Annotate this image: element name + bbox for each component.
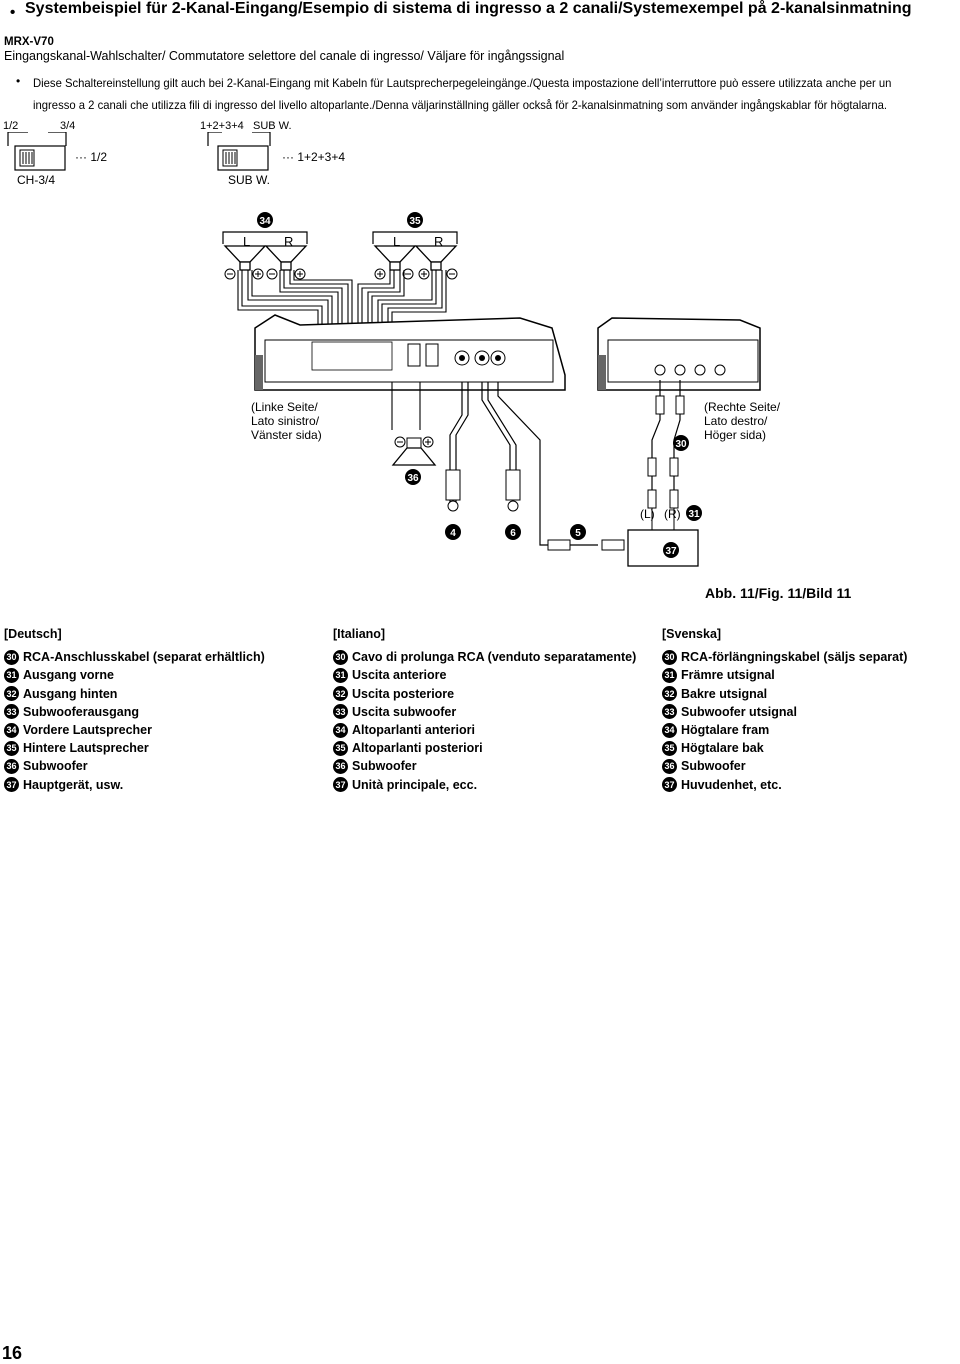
amplifier-left-panel <box>254 314 566 391</box>
selector-switch-icon <box>7 132 67 171</box>
switch-label-subw-top: SUB W. <box>253 120 292 132</box>
switch-label-1-2: 1/2 <box>3 120 19 132</box>
title-bullet: • <box>10 4 16 21</box>
wiring-diagram: 34 35 L R L R <box>222 212 761 567</box>
left-side-label: (Linke Seite/ Lato sinistro/ Vänster sid… <box>251 400 322 442</box>
amplifier-right-panel <box>597 317 761 391</box>
ring-terminals <box>445 469 625 551</box>
main-unit-no: 37 <box>665 546 677 557</box>
remote-no: 5 <box>575 528 581 539</box>
rear-left-letter: L <box>393 234 400 249</box>
battery-marker: 4 <box>445 524 461 540</box>
ground-marker: 6 <box>505 524 521 540</box>
front-right-letter: R <box>284 234 293 249</box>
legend-heading: [Svenska] <box>662 627 722 641</box>
rear-speakers-marker: 35 <box>407 212 423 228</box>
note-text: Diese Schaltereinstellung gilt auch bei … <box>33 76 892 112</box>
switch-label-ch-3-4: CH-3/4 <box>17 173 56 187</box>
output-marker: 31 <box>686 505 702 521</box>
front-speakers-marker: 34 <box>257 212 273 228</box>
speaker-terminals <box>224 268 458 280</box>
output-no: 31 <box>688 509 700 520</box>
rca-cable-no: 30 <box>675 439 687 450</box>
rca-cable-marker: 30 <box>673 435 689 451</box>
rca-right-label: (R) <box>664 507 681 521</box>
page-number: 16 <box>2 1343 23 1363</box>
switch-subtitle: Eingangskanal-Wahlschalter/ Commutatore … <box>4 49 565 63</box>
rca-left-label: (L) <box>640 507 655 521</box>
switch-label-3-4: 3/4 <box>60 120 76 132</box>
front-left-letter: L <box>243 234 250 249</box>
switch-legend-right: ··· 1+2+3+4 <box>282 150 346 164</box>
power-cables <box>449 382 598 546</box>
page-title: Systembeispiel für 2-Kanal-Eingang/Esemp… <box>25 0 912 17</box>
right-side-label: (Rechte Seite/ Lato destro/ Höger sida) <box>704 400 781 442</box>
front-speakers-no: 34 <box>259 216 271 227</box>
subwoofer-marker: 36 <box>405 469 421 485</box>
speaker-icons <box>223 245 458 271</box>
switch-label-sum: 1+2+3+4 <box>200 120 244 132</box>
note-bullet: • <box>16 74 21 88</box>
subwoofer-icon <box>391 436 437 466</box>
legend-heading: [Italiano] <box>333 627 386 641</box>
switch-legend-left: ··· 1/2 <box>75 150 108 164</box>
legend-heading: [Deutsch] <box>4 627 62 641</box>
subwoofer-no: 36 <box>407 473 419 484</box>
rear-speakers-no: 35 <box>409 216 421 227</box>
battery-no: 4 <box>450 528 456 539</box>
rear-right-letter: R <box>434 234 443 249</box>
ground-no: 6 <box>510 528 516 539</box>
subwoofer-wires <box>391 382 421 430</box>
switch-label-subw-bottom: SUB W. <box>228 173 271 187</box>
main-unit-icon: 37 <box>627 508 699 567</box>
selector-switch-icon <box>207 132 271 171</box>
rca-plugs <box>647 395 685 509</box>
model-name: MRX-V70 <box>4 36 54 48</box>
figure-caption: Abb. 11/Fig. 11/Bild 11 <box>705 585 852 601</box>
remote-marker: 5 <box>570 524 586 540</box>
